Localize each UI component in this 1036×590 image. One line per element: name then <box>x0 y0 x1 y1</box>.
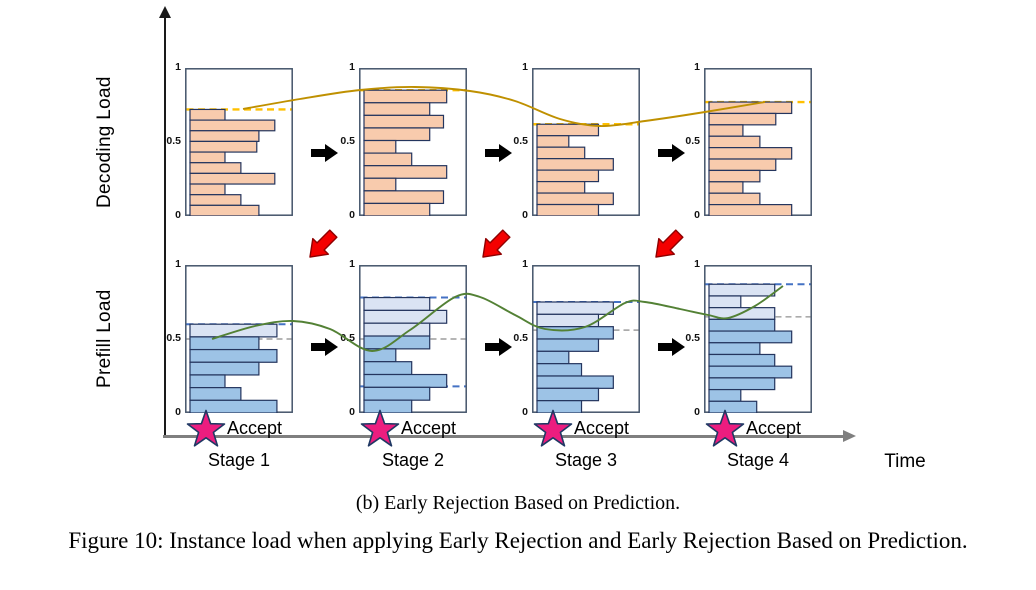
accept-label: Accept <box>574 418 630 438</box>
stage-label: Stage 1 <box>207 450 271 470</box>
y-tick-label: 1 <box>694 258 700 270</box>
y-axis-arrowhead-icon <box>159 6 171 18</box>
stage-label: Stage 4 <box>726 450 790 470</box>
y-tick-label: 1 <box>522 61 528 73</box>
y-tick-label: 0.5 <box>166 332 181 344</box>
decoding-load-chart <box>359 68 467 216</box>
y-tick-label: 0 <box>349 406 355 418</box>
stage-label: Stage 2 <box>381 450 445 470</box>
next-stage-arrow-icon <box>485 338 512 356</box>
y-tick-label: 1 <box>522 258 528 270</box>
prefill-load-chart <box>532 265 640 413</box>
y-tick-label: 0.5 <box>166 135 181 147</box>
red-reject-arrow-icon <box>482 229 511 258</box>
y-tick-label: 0 <box>694 209 700 221</box>
stage-label: Stage 3 <box>554 450 618 470</box>
y-tick-label: 1 <box>175 258 181 270</box>
accept-star-icon <box>360 409 400 447</box>
accept-star-icon <box>533 409 573 447</box>
figure-caption: Figure 10: Instance load when applying E… <box>68 528 968 553</box>
decoding-load-chart <box>185 68 293 216</box>
decoding-load-axis-label: Decoding Load <box>94 76 115 209</box>
y-tick-label: 0.5 <box>685 135 700 147</box>
accept-label: Accept <box>401 418 457 438</box>
next-stage-arrow-icon <box>658 338 685 356</box>
x-axis-arrowhead-icon <box>843 430 856 442</box>
y-tick-label: 0 <box>175 209 181 221</box>
accept-label: Accept <box>227 418 283 438</box>
prefill-load-chart <box>185 265 293 413</box>
time-axis-label: Time <box>884 451 926 472</box>
accept-star-icon <box>705 409 745 447</box>
y-axis <box>164 16 166 437</box>
next-stage-arrow-icon <box>311 338 338 356</box>
subfigure-caption: (b) Early Rejection Based on Prediction. <box>355 492 681 514</box>
y-tick-label: 0 <box>349 209 355 221</box>
next-stage-arrow-icon <box>658 144 685 162</box>
y-tick-label: 0 <box>522 209 528 221</box>
decoding-load-chart <box>532 68 640 216</box>
y-tick-label: 0 <box>694 406 700 418</box>
y-tick-label: 0.5 <box>513 135 528 147</box>
prefill-load-chart <box>704 265 812 413</box>
prefill-load-chart <box>359 265 467 413</box>
y-tick-label: 0 <box>175 406 181 418</box>
decoding-load-chart <box>704 68 812 216</box>
y-tick-label: 0 <box>522 406 528 418</box>
next-stage-arrow-icon <box>485 144 512 162</box>
y-tick-label: 0.5 <box>340 135 355 147</box>
red-reject-arrow-icon <box>309 229 338 258</box>
decoding-load-curve <box>242 86 766 127</box>
next-stage-arrow-icon <box>311 144 338 162</box>
red-reject-arrow-icon <box>655 229 684 258</box>
y-tick-label: 1 <box>349 61 355 73</box>
y-tick-label: 1 <box>694 61 700 73</box>
accept-star-icon <box>186 409 226 447</box>
y-tick-label: 1 <box>349 258 355 270</box>
y-tick-label: 1 <box>175 61 181 73</box>
x-axis <box>163 435 845 438</box>
accept-label: Accept <box>746 418 802 438</box>
prefill-load-axis-label: Prefill Load <box>94 289 115 389</box>
